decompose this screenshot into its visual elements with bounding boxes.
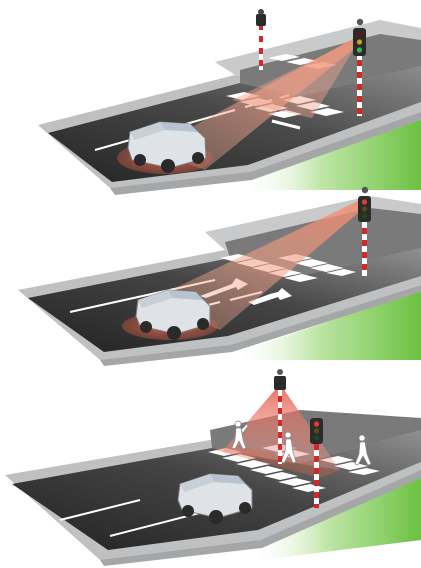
panel-pedestrian-crossing	[5, 369, 421, 566]
panel-vehicle-approach	[38, 9, 421, 195]
panel-turn-lane	[18, 187, 421, 366]
